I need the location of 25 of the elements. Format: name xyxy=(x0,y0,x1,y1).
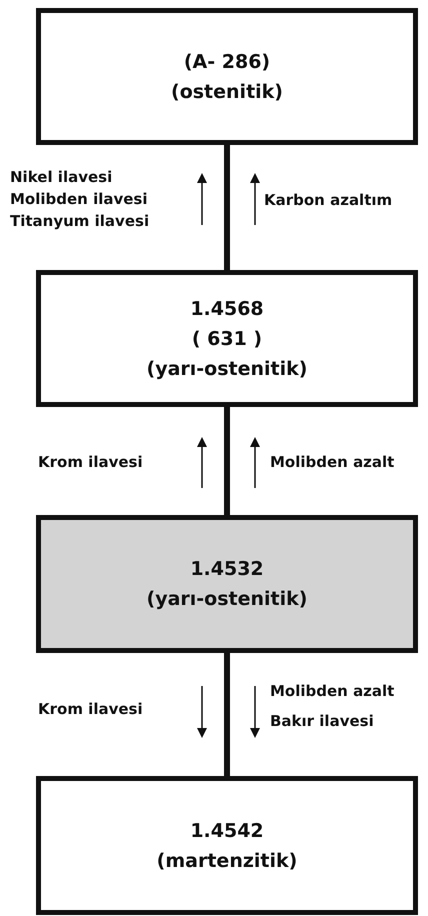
change-label: Bakır ilavesi xyxy=(270,712,374,730)
change-label: Nikel ilavesi xyxy=(10,168,112,186)
change-label: Krom ilavesi xyxy=(38,453,143,471)
grade-text: 1.4568 xyxy=(190,298,264,320)
change-label: Molibden azalt xyxy=(270,682,394,700)
connector-line xyxy=(224,407,230,515)
grade-text: (A- 286) xyxy=(184,50,270,72)
change-label: Molibden ilavesi xyxy=(10,190,148,208)
grade-box xyxy=(36,776,418,915)
change-label: Molibden azalt xyxy=(270,453,394,471)
grade-text: (yarı-ostenitik) xyxy=(146,358,308,380)
grade-box xyxy=(36,8,418,145)
grade-box xyxy=(36,270,418,407)
change-label: Krom ilavesi xyxy=(38,700,143,718)
grade-box xyxy=(36,515,418,653)
grade-text: (martenzitik) xyxy=(156,850,298,872)
grade-text: ( 631 ) xyxy=(192,328,262,350)
change-label: Titanyum ilavesi xyxy=(10,212,150,230)
change-label: Karbon azaltım xyxy=(264,191,392,209)
connector-line xyxy=(224,653,230,776)
grade-text: 1.4532 xyxy=(190,558,264,580)
grade-text: (ostenitik) xyxy=(171,80,283,102)
connector-line xyxy=(224,145,230,270)
grade-text: 1.4542 xyxy=(190,820,264,842)
grade-text: (yarı-ostenitik) xyxy=(146,588,308,610)
